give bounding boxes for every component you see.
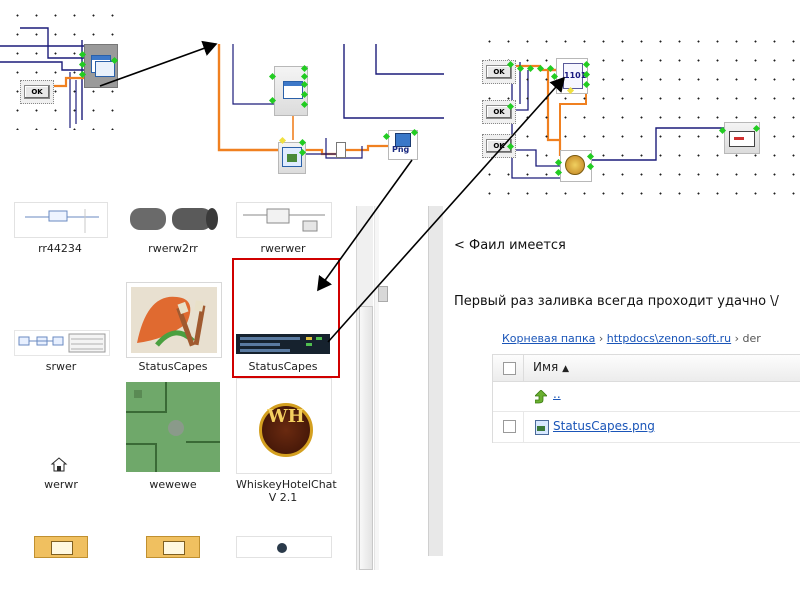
note-first-upload: Первый раз заливка всегда проходит удачн… bbox=[454, 294, 779, 309]
file-link[interactable]: StatusCapes.png bbox=[553, 419, 655, 433]
wh-logo-text: WH bbox=[267, 406, 305, 427]
sort-ascending-icon: ▲ bbox=[562, 364, 569, 374]
item-label[interactable]: StatusCapes bbox=[138, 360, 208, 373]
image-file-icon bbox=[535, 420, 549, 435]
note-file-exists: < Фаил имеется bbox=[454, 238, 566, 253]
ok-block-left[interactable]: OK bbox=[20, 80, 54, 104]
breadcrumb-separator: › bbox=[734, 332, 740, 345]
item-label[interactable]: WhiskeyHotelChat V 2.1 bbox=[236, 478, 337, 504]
thumb-srwer[interactable] bbox=[14, 330, 110, 356]
thumb-werwr[interactable] bbox=[50, 456, 68, 472]
item-label[interactable]: rwerw2rr bbox=[148, 242, 198, 255]
breadcrumb-separator: › bbox=[598, 332, 604, 345]
pipes-thumbnail bbox=[130, 208, 218, 230]
item-label[interactable]: wewewe bbox=[149, 478, 197, 491]
diagram-thumbnail bbox=[25, 209, 99, 233]
thumb-statuscapes-2[interactable] bbox=[236, 334, 330, 354]
file-table-left-border bbox=[492, 354, 493, 443]
map-thumbnail bbox=[126, 382, 220, 472]
file-number-label: 1101 bbox=[564, 71, 587, 80]
scroll-thumb[interactable] bbox=[359, 306, 373, 570]
network-icon bbox=[565, 155, 585, 175]
thumb-statuscapes-1[interactable] bbox=[126, 282, 222, 358]
picture-icon bbox=[395, 133, 411, 147]
diagram-thumbnail bbox=[243, 208, 325, 232]
network-node[interactable] bbox=[560, 150, 592, 182]
item-label[interactable]: rwerwer bbox=[260, 242, 306, 255]
terminal-icon bbox=[729, 131, 755, 147]
png-label: Png bbox=[392, 145, 410, 154]
column-name-label: Имя bbox=[533, 360, 559, 374]
ok-block-1[interactable]: OK bbox=[482, 60, 516, 84]
item-label[interactable]: StatusCapes bbox=[248, 360, 318, 373]
breadcrumb-httpdocs[interactable]: httpdocs\zenon-soft.ru bbox=[606, 332, 732, 345]
thumb-partial-1[interactable] bbox=[34, 536, 88, 558]
file-table-header: Имя ▲ bbox=[492, 354, 800, 382]
diagram-thumbnail bbox=[18, 333, 106, 353]
breadcrumb-current: der bbox=[742, 332, 761, 345]
thumb-rr44234[interactable] bbox=[14, 202, 108, 238]
window-divider-right bbox=[428, 206, 443, 556]
house-icon bbox=[50, 457, 68, 472]
thumb-partial-3[interactable] bbox=[236, 536, 332, 558]
column-name-header[interactable]: Имя ▲ bbox=[533, 360, 569, 374]
thumb-partial-2[interactable] bbox=[146, 536, 200, 558]
item-label[interactable]: werwr bbox=[44, 478, 78, 491]
image-window-icon bbox=[282, 147, 302, 167]
brushes-thumbnail bbox=[131, 287, 217, 353]
image-window-node[interactable] bbox=[278, 142, 306, 174]
header-divider bbox=[523, 355, 524, 381]
ok-button-2[interactable]: OK bbox=[486, 105, 512, 119]
connector-node bbox=[336, 142, 346, 158]
breadcrumb-root[interactable]: Корневая папка bbox=[502, 332, 596, 345]
thumb-rwerw2rr[interactable] bbox=[126, 202, 220, 238]
selected-item-highlight[interactable] bbox=[232, 258, 340, 378]
window-divider bbox=[374, 206, 379, 570]
status-bar-thumbnail bbox=[236, 334, 330, 354]
thumb-whiskeyhotel[interactable]: WH bbox=[236, 378, 332, 474]
row-divider bbox=[523, 412, 524, 442]
item-label[interactable]: rr44234 bbox=[38, 242, 82, 255]
table-row-file[interactable]: StatusCapes.png bbox=[492, 412, 800, 443]
up-folder-icon bbox=[534, 389, 548, 404]
table-row-up[interactable]: .. bbox=[492, 381, 800, 412]
up-link[interactable]: .. bbox=[553, 387, 561, 401]
thumb-rwerwer[interactable] bbox=[236, 202, 332, 238]
ok-button[interactable]: OK bbox=[24, 85, 50, 99]
ok-button-1[interactable]: OK bbox=[486, 65, 512, 79]
row-checkbox[interactable] bbox=[503, 420, 516, 433]
select-all-checkbox[interactable] bbox=[503, 362, 516, 375]
thumb-wewewe[interactable] bbox=[126, 382, 220, 472]
breadcrumb: Корневая папка › httpdocs\zenon-soft.ru … bbox=[502, 332, 761, 345]
splitter-grip[interactable] bbox=[378, 286, 388, 302]
window-icon bbox=[283, 81, 303, 99]
window-icon-back bbox=[95, 61, 115, 77]
item-label[interactable]: srwer bbox=[45, 360, 77, 373]
wh-logo: WH bbox=[259, 403, 313, 457]
